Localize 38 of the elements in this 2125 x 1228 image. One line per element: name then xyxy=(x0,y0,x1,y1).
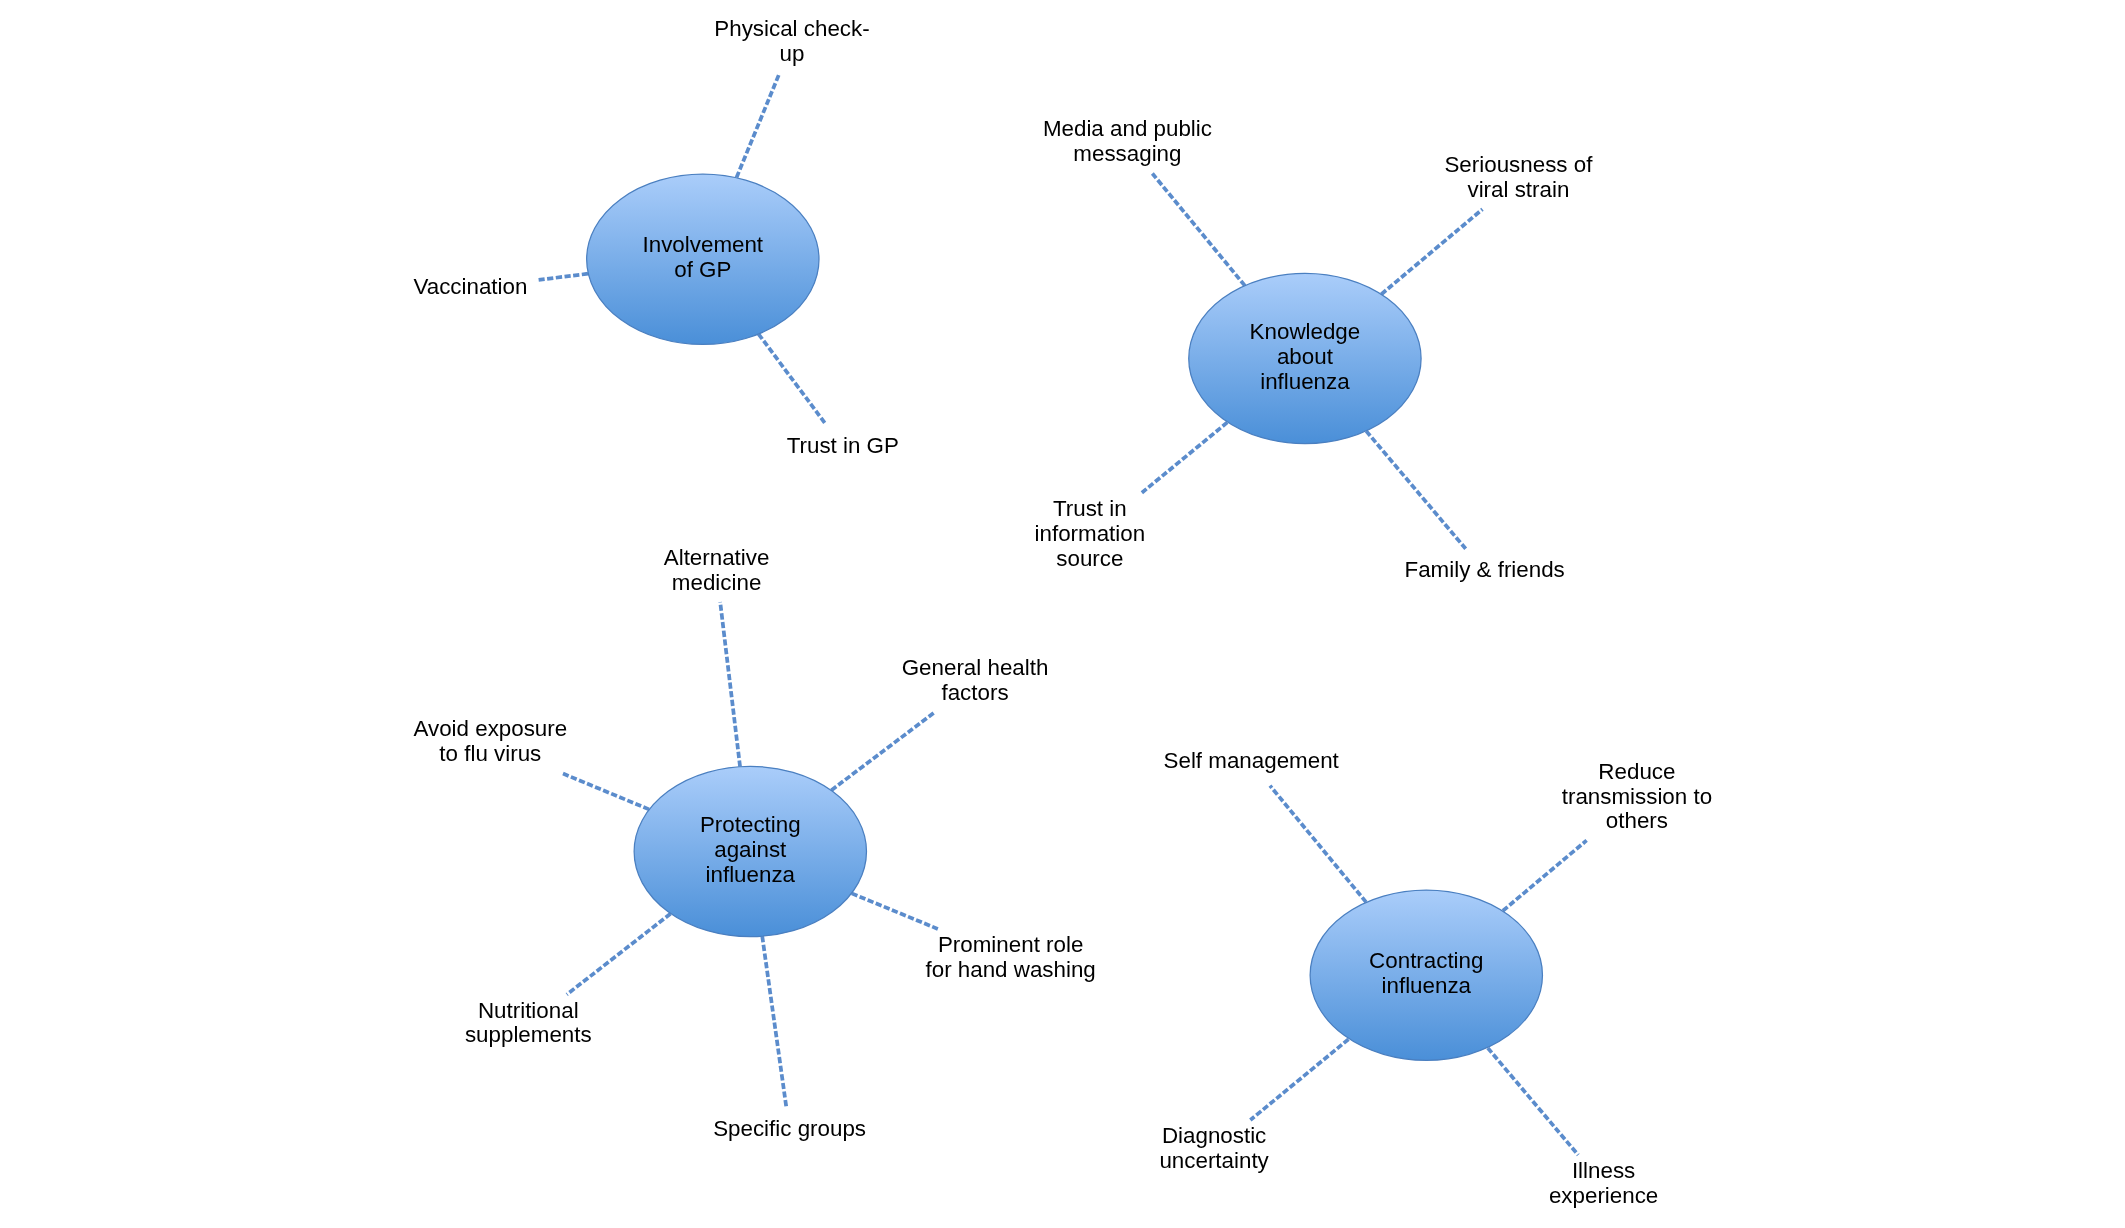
node-text: Specific groups xyxy=(712,1115,866,1141)
node-text: Trust in GP xyxy=(786,432,899,458)
node-text: Illness experience xyxy=(1548,1158,1658,1209)
node-text: Media and public messaging xyxy=(1042,116,1212,167)
node-ellipse: Protecting against influenza xyxy=(633,765,867,938)
node-text: Self management xyxy=(1163,748,1339,774)
node-ellipse: Contracting influenza xyxy=(1309,889,1543,1061)
connector xyxy=(717,601,742,767)
connector xyxy=(1485,1046,1580,1157)
connector xyxy=(759,936,788,1108)
connector xyxy=(565,912,672,996)
connector xyxy=(561,771,650,812)
node-text: Avoid exposure to flu virus xyxy=(412,716,567,767)
node-text: Family & friends xyxy=(1404,556,1565,582)
connector xyxy=(1150,172,1246,287)
node-text: Reduce transmission to others xyxy=(1561,758,1712,834)
connector xyxy=(829,710,936,792)
node-text: Diagnostic uncertainty xyxy=(1158,1122,1269,1173)
node-text: Alternative medicine xyxy=(663,545,769,595)
node-text: Physical check-up xyxy=(713,15,870,66)
node-ellipse: Involvement of GP xyxy=(585,173,820,346)
connector xyxy=(734,72,781,179)
node-text: Vaccination xyxy=(412,273,527,299)
node-text: General health factors xyxy=(901,654,1048,705)
connector xyxy=(536,271,588,282)
node-text: Nutritional supplements xyxy=(464,997,592,1048)
node-text: Seriousness of viral strain xyxy=(1443,152,1592,202)
connector xyxy=(1248,1037,1350,1122)
node-ellipse: Knowledge about influenza xyxy=(1187,272,1422,445)
connector xyxy=(850,891,939,931)
connector xyxy=(1379,207,1484,296)
node-text: Prominent role for hand washing xyxy=(925,932,1096,982)
connector xyxy=(1501,838,1588,913)
connector xyxy=(1268,784,1367,904)
connector xyxy=(756,332,827,426)
connector xyxy=(1139,421,1228,495)
node-text: Trust in information source xyxy=(1034,496,1145,571)
connector xyxy=(1364,429,1467,551)
